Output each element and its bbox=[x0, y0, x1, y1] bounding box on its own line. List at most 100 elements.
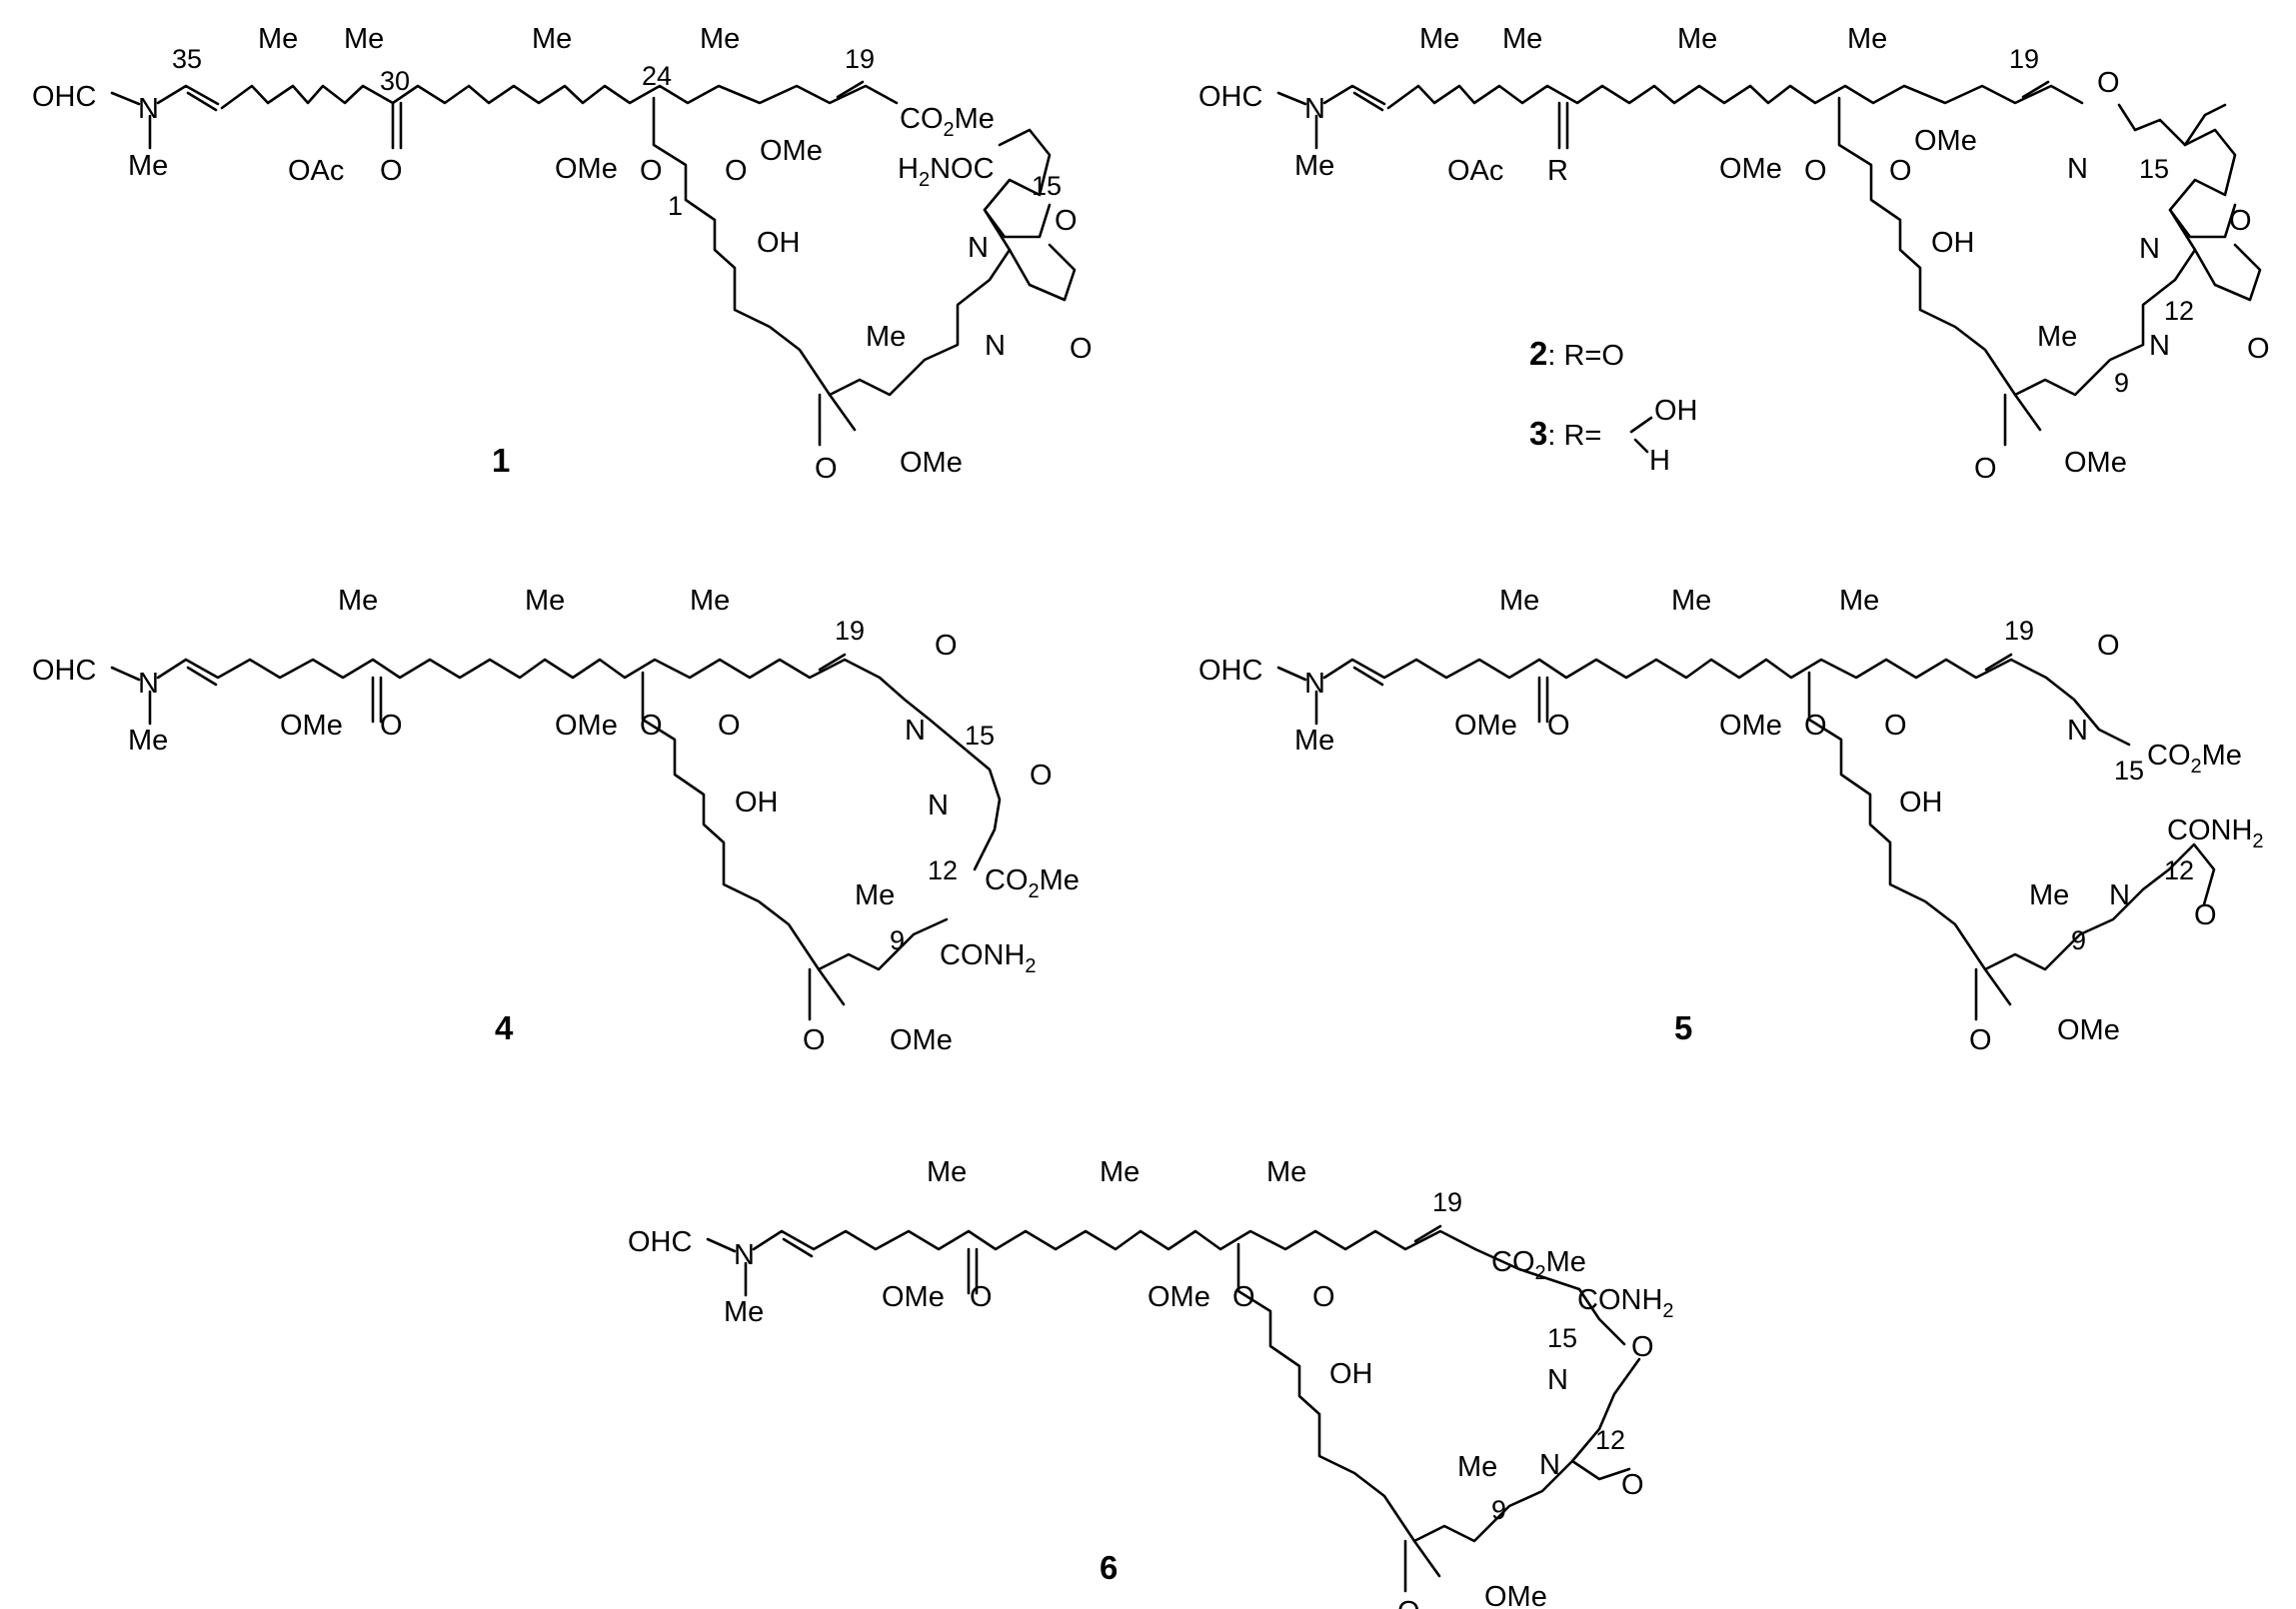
compound-5-amide: CONH2 bbox=[2167, 814, 2264, 852]
compound-1-chain-bonds bbox=[110, 84, 899, 150]
compound-5-double-bonds bbox=[1352, 653, 2013, 724]
compound-4-nitrogen: N bbox=[138, 668, 159, 700]
compound-1-amide: H2NOC bbox=[898, 153, 995, 191]
compound-3-hydroxyl: OH bbox=[1654, 395, 1698, 427]
compound-2-oxazole-rings bbox=[2003, 103, 2262, 447]
compound-6-hydroxyl: OH bbox=[1329, 1358, 1373, 1390]
compound-4-methyl-ester: CO2Me bbox=[985, 864, 1080, 902]
compound-2-oxazole-n1: N bbox=[2067, 153, 2088, 185]
compound-2-locant-15: 15 bbox=[2139, 154, 2169, 184]
compound-5-locant-9: 9 bbox=[2071, 925, 2086, 955]
compound-5-methyl-b: Me bbox=[1671, 585, 1711, 617]
compound-1-ester-oxygen: O bbox=[640, 155, 663, 187]
compound-4-methoxy-b: OMe bbox=[555, 710, 618, 742]
compound-5-n-methyl: Me bbox=[1294, 725, 1334, 757]
compound-1-locant-35: 35 bbox=[172, 44, 202, 74]
compound-1-locant-15: 15 bbox=[1032, 171, 1062, 201]
compound-2-acetate: OAc bbox=[1447, 155, 1503, 187]
compound-4-ketone-oxygen: O bbox=[380, 710, 403, 742]
compound-5-methyl-a: Me bbox=[1499, 585, 1539, 617]
compound-2-methyl-c: Me bbox=[1677, 23, 1717, 55]
compound-6-label: 6 bbox=[1100, 1549, 1118, 1586]
compound-2-nitrogen: N bbox=[1304, 93, 1325, 125]
compound-1-ester-carbonyl: O bbox=[725, 155, 748, 187]
compound-6-oxazole-rings bbox=[1403, 1247, 1631, 1593]
compound-4-oxazole-o1: O bbox=[935, 630, 958, 662]
compound-1-oxazole-n2: N bbox=[985, 330, 1006, 362]
compound-2-r-group: R bbox=[1547, 155, 1568, 187]
compound-1-structure: OHC N Me 35 Me Me 30 OAc O Me OMe 24 Me … bbox=[32, 23, 1093, 485]
compound-4-locant-9: 9 bbox=[890, 925, 905, 955]
compound-5-macrocycle-bonds bbox=[1807, 671, 2145, 971]
compound-4-double-bonds bbox=[186, 653, 847, 724]
compound-2-oxazole-o2: O bbox=[2229, 205, 2252, 237]
compound-6-methyl-c: Me bbox=[1266, 1156, 1306, 1188]
compound-1-enone-oxygen: O bbox=[815, 453, 838, 485]
compound-1-oxazole-rings bbox=[818, 203, 1077, 447]
compound-5-oxazole-n1: N bbox=[2067, 715, 2088, 747]
compound-4-formyl: OHC bbox=[32, 655, 96, 687]
compound-2-n-methyl: Me bbox=[1294, 150, 1334, 182]
compound-1-methoxy-a: OMe bbox=[555, 153, 618, 185]
compound-1-methoxy-c: OMe bbox=[900, 447, 963, 479]
compound-6-methoxy-b: OMe bbox=[1148, 1281, 1210, 1313]
compound-5-nitrogen: N bbox=[1304, 668, 1325, 700]
compound-1-locant-24: 24 bbox=[642, 61, 672, 91]
compound-1-locant-1: 1 bbox=[668, 191, 683, 221]
compound-5-methoxy-c: OMe bbox=[2057, 1014, 2120, 1046]
compound-5-methyl-ester: CO2Me bbox=[2147, 740, 2242, 778]
compound-5-methoxy-a: OMe bbox=[1454, 710, 1517, 742]
compound-3-definition-group: 3: R= OH H bbox=[1529, 395, 1698, 477]
compound-4-locant-15: 15 bbox=[965, 721, 995, 751]
compound-6-oxazole-o2: O bbox=[1621, 1469, 1644, 1501]
compound-2-methyl-d: Me bbox=[1847, 23, 1887, 55]
compound-2-locant-9: 9 bbox=[2114, 368, 2129, 398]
compound-2-oxazole-n2: N bbox=[2139, 233, 2160, 265]
compound-3-hydrogen: H bbox=[1649, 445, 1670, 477]
compound-6-methyl-a: Me bbox=[927, 1156, 967, 1188]
compound-4-methyl-a: Me bbox=[338, 585, 378, 617]
compound-1-methoxy-b: OMe bbox=[760, 135, 823, 167]
compound-5-ketone-oxygen: O bbox=[1547, 710, 1570, 742]
compound-2-methoxy-c: OMe bbox=[2064, 447, 2127, 479]
compound-6-ester-carbonyl: O bbox=[1312, 1281, 1335, 1313]
compound-2-oxazole-n3: N bbox=[2149, 330, 2170, 362]
compound-2-double-bonds bbox=[1352, 80, 2050, 150]
compound-5-hydroxyl: OH bbox=[1899, 787, 1943, 818]
compound-5-chain-bonds bbox=[1276, 658, 2048, 726]
compound-1-methyl-b: Me bbox=[344, 23, 384, 55]
compound-2-oxazole-o1: O bbox=[2097, 67, 2120, 99]
compound-1-oxazole-n1: N bbox=[968, 232, 989, 264]
compound-6-methyl-b: Me bbox=[1100, 1156, 1140, 1188]
compound-2-methyl-a: Me bbox=[1419, 23, 1459, 55]
compound-6-methoxy-c: OMe bbox=[1484, 1581, 1547, 1609]
compound-5-oxazole-o2: O bbox=[2194, 899, 2217, 931]
compound-6-structure: OHC N Me Me Me Me OMe O OMe O O 19 CO2Me… bbox=[628, 1156, 1674, 1609]
compound-6-oxazole-o1: O bbox=[1631, 1331, 1654, 1363]
compound-5-formyl: OHC bbox=[1198, 655, 1262, 687]
compound-6-locant-15: 15 bbox=[1547, 1323, 1577, 1353]
compound-4-ester-carbonyl: O bbox=[718, 710, 741, 742]
compound-5-ester-oxygen: O bbox=[1804, 710, 1827, 742]
compound-2-oxazole-o3: O bbox=[2247, 333, 2270, 365]
compound-2-definition: 2: R=O bbox=[1529, 335, 1624, 372]
compound-2-ester-carbonyl: O bbox=[1889, 155, 1912, 187]
compound-5-locant-12: 12 bbox=[2164, 855, 2194, 885]
compound-1-methyl-c: Me bbox=[532, 23, 572, 55]
compound-6-locant-19: 19 bbox=[1432, 1187, 1462, 1217]
compound-6-side-methyl: Me bbox=[1457, 1451, 1497, 1483]
compound-6-chain-bonds bbox=[706, 1229, 1477, 1297]
compound-4-structure: OHC N Me Me Me Me OMe O OMe O O 19 O N 1… bbox=[32, 585, 1080, 1056]
compound-2-chain-bonds bbox=[1276, 84, 2084, 150]
compound-6-ketone-oxygen: O bbox=[970, 1281, 993, 1313]
compound-6-ester-oxygen: O bbox=[1232, 1281, 1255, 1313]
compound-5-label: 5 bbox=[1674, 1009, 1692, 1046]
compound-2-methoxy-b: OMe bbox=[1914, 125, 1977, 157]
compound-1-oxazole-o1: O bbox=[1055, 205, 1078, 237]
compound-4-side-methyl: Me bbox=[855, 879, 895, 911]
compound-1-formyl: OHC bbox=[32, 81, 96, 113]
compound-5-enone-oxygen: O bbox=[1969, 1024, 1992, 1056]
compound-2-enone-oxygen: O bbox=[1974, 453, 1997, 485]
compound-6-oxazole-n1: N bbox=[1547, 1364, 1568, 1396]
